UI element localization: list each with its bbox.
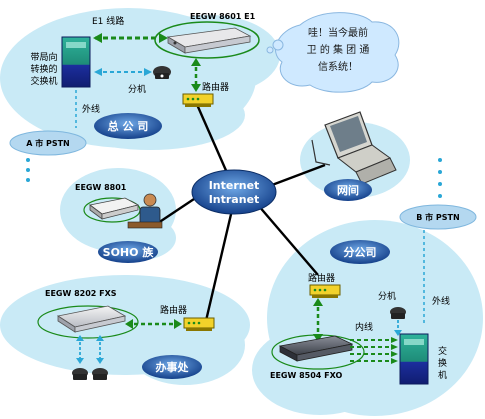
branch-ext-link (394, 320, 402, 336)
hq-label: 总 公 司 (108, 119, 149, 133)
soho-label: SOHO 族 (103, 245, 155, 259)
soho-node: SOHO 族 (98, 241, 158, 263)
exchange-branch-label-1: 交 (438, 345, 447, 357)
bubble-line-3: 信系统！ (318, 60, 358, 73)
hq-internal-link (191, 58, 201, 92)
hq-ext-label: 分机 (128, 83, 146, 95)
eegw-8504-device (271, 334, 365, 370)
branch-router (309, 284, 341, 298)
hq-node: 总 公 司 (94, 113, 162, 139)
eegw-8202-label: EEGW 8202 FXS (45, 289, 117, 298)
pstn-a-node: A 市 PSTN (9, 130, 87, 156)
exchange-left-label-2: 转换的 (30, 63, 57, 75)
branch-exchange (399, 333, 429, 385)
branch-label: 分公司 (344, 245, 377, 259)
eegw-8601-device (154, 21, 260, 59)
branch-phone-icon (390, 307, 406, 319)
exchange-branch-label-2: 换 (438, 357, 447, 369)
bubble-line-1: 哇！当今最前 (308, 26, 368, 39)
office-phone-links (79, 337, 101, 362)
office-node: 办事处 (142, 355, 202, 379)
pstn-a-tail (26, 158, 30, 182)
bubble-line-2: 卫 的 集 团 通 (307, 43, 370, 56)
e1-line-label: E1 线路 (92, 15, 124, 27)
internet-label-2: Intranet (209, 193, 260, 206)
pstn-b-label: B 市 PSTN (416, 212, 459, 222)
speech-bubble (266, 12, 400, 93)
backbone-links (154, 99, 326, 326)
eegw-8601-label: EEGW 8601 E1 (190, 12, 256, 21)
hq-ext-link (94, 68, 152, 76)
office-phone-icon-1 (72, 368, 88, 380)
branch-ext-label: 分机 (378, 290, 396, 302)
exchange-left-label-3: 交换机 (30, 75, 57, 87)
hq-outside-label: 外线 (82, 103, 100, 115)
hq-router-label: 路由器 (202, 81, 229, 93)
eegw-8202-device (37, 305, 139, 339)
office-router-label: 路由器 (160, 304, 187, 316)
branch-internal-link (313, 298, 323, 342)
cafe-computer (311, 111, 397, 185)
pstn-a-label: A 市 PSTN (26, 138, 70, 148)
hq-router (182, 93, 214, 107)
exchange-branch-label-3: 机 (438, 369, 447, 381)
soho-user-icon (127, 193, 163, 229)
branch-outside-label: 外线 (432, 295, 450, 307)
branch-inner-label: 内线 (355, 321, 373, 333)
branch-router-label: 路由器 (308, 272, 335, 284)
exchange-left-label-1: 带局向 (30, 51, 57, 63)
internet-node: Internet Intranet (191, 169, 277, 215)
pstn-b-node: B 市 PSTN (399, 204, 477, 230)
branch-inner-lines (350, 339, 395, 362)
branch-node: 分公司 (330, 240, 390, 264)
office-phone-arrows (76, 335, 104, 364)
office-internal-link (125, 319, 182, 329)
hq-exchange (61, 36, 91, 88)
internet-label-1: Internet (209, 179, 260, 192)
office-router (183, 317, 215, 331)
hq-phone-icon (153, 66, 171, 79)
cafe-node: 网间 (324, 179, 372, 201)
cafe-label: 网间 (337, 184, 359, 197)
office-phone-icon-2 (92, 368, 108, 380)
soho-device (83, 197, 141, 223)
eegw-8801-label: EEGW 8801 (75, 183, 127, 192)
office-label: 办事处 (156, 360, 190, 374)
pstn-b-tail (438, 158, 442, 198)
e1-line (93, 33, 168, 43)
branch-inner-arrows (391, 337, 398, 364)
eegw-8504-label: EEGW 8504 FXO (270, 371, 343, 380)
